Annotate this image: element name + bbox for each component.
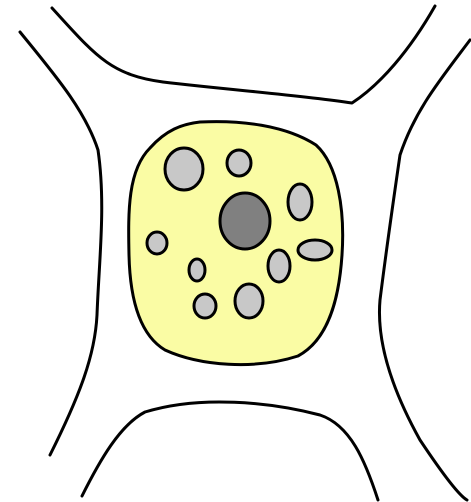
inclusion	[189, 259, 205, 281]
inclusion	[235, 284, 263, 318]
central-body	[220, 193, 270, 249]
inclusion	[288, 184, 312, 220]
inclusion	[298, 240, 332, 260]
inclusion	[165, 148, 203, 190]
inclusion	[194, 294, 216, 318]
inclusion	[268, 250, 290, 282]
inclusion	[227, 150, 251, 176]
inclusion	[147, 232, 167, 254]
